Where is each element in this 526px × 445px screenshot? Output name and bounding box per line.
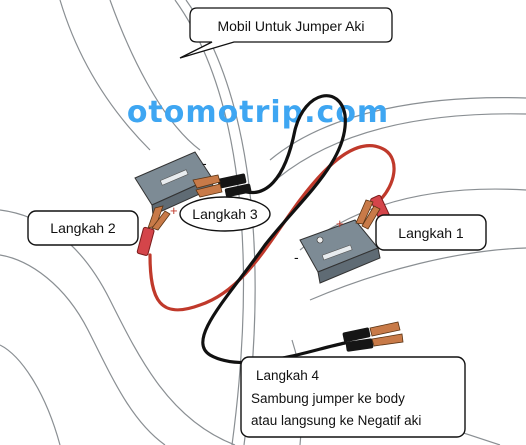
step-1-label: Langkah 1 (398, 225, 464, 241)
red-jumper-cable (148, 144, 396, 312)
step-2-label: Langkah 2 (50, 220, 116, 236)
clamp-black-body (342, 321, 404, 352)
step-2-callout: Langkah 2 (27, 210, 139, 246)
step-4-line-1: Sambung jumper ke body (251, 391, 405, 406)
step-4-line-2: atau langsung ke Negatif aki (251, 413, 421, 428)
title-callout-text: Mobil Untuk Jumper Aki (217, 18, 364, 34)
step-4-callout: Langkah 4 Sambung jumper ke body atau la… (240, 356, 466, 438)
step-3-callout: Langkah 3 (179, 196, 271, 232)
step-4-title: Langkah 4 (256, 368, 320, 383)
right-battery (299, 219, 381, 284)
right-battery-plus-label: + (336, 216, 344, 231)
black-jumper-cable (201, 94, 347, 365)
clamp-black-left (192, 173, 252, 198)
step-3-label: Langkah 3 (192, 206, 258, 222)
watermark-text: otomotrip.com (127, 95, 389, 130)
clamp-red-left-free (136, 205, 171, 256)
left-battery-minus-label: - (202, 155, 207, 171)
right-battery-minus-label: - (294, 249, 299, 265)
title-callout: Mobil Untuk Jumper Aki (179, 7, 393, 59)
left-battery-plus-label: + (170, 203, 178, 218)
step-1-callout: Langkah 1 (375, 214, 487, 251)
